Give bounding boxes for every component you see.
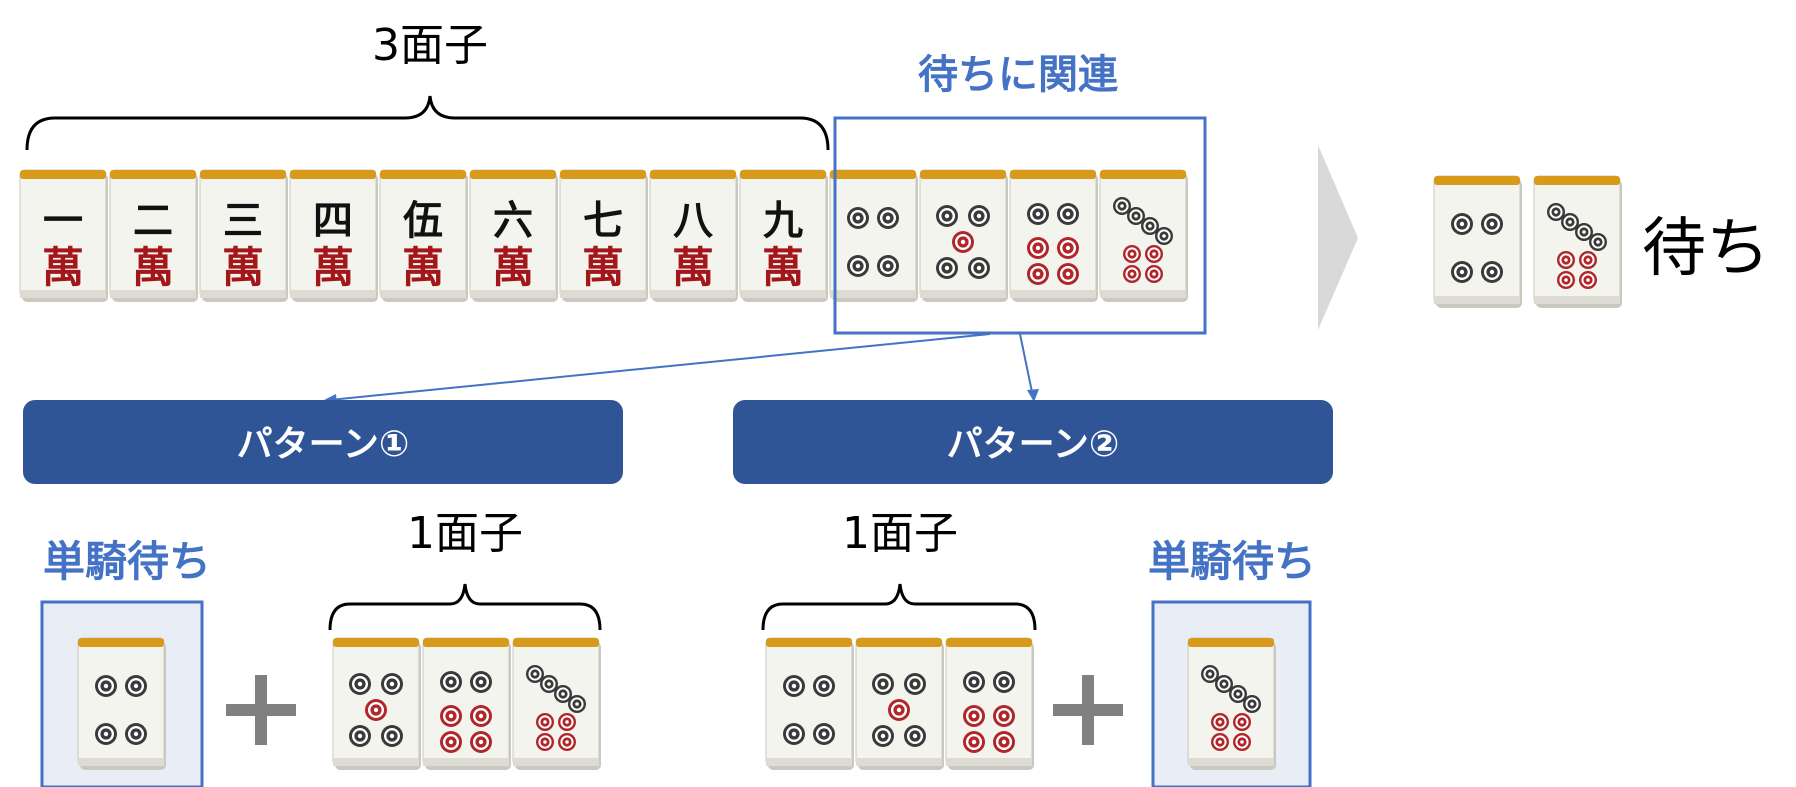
svg-text:萬: 萬 bbox=[762, 243, 804, 292]
man-tile-5: 伍萬 bbox=[379, 169, 468, 302]
man-tile-2: 二萬 bbox=[109, 169, 198, 302]
svg-text:萬: 萬 bbox=[492, 243, 534, 292]
pattern-1-mentsu-tiles bbox=[332, 637, 601, 770]
svg-text:萬: 萬 bbox=[312, 243, 354, 292]
pattern-2-single-tile bbox=[1187, 637, 1276, 770]
related-highlight-box bbox=[833, 116, 1207, 335]
man-tile-4: 四萬 bbox=[289, 169, 378, 302]
man-tile-7: 七萬 bbox=[559, 169, 648, 302]
arrow-head-pattern-2 bbox=[1027, 389, 1039, 402]
related-label: 待ちに関連 bbox=[918, 52, 1119, 98]
single-tile-4 bbox=[77, 637, 166, 770]
pattern-1-plus-icon bbox=[226, 675, 296, 745]
pattern-2-mentsu-brace bbox=[761, 583, 1037, 631]
pin-tile-5 bbox=[919, 169, 1008, 302]
pattern-1-banner bbox=[23, 400, 623, 484]
pin-tile-6 bbox=[1009, 169, 1098, 302]
man-tile-3: 三萬 bbox=[199, 169, 288, 302]
pin-tile-7 bbox=[1099, 169, 1188, 302]
wait-label: 待ち bbox=[1642, 212, 1770, 286]
pin-tile-row bbox=[829, 169, 1188, 302]
mentsu-tile-7 bbox=[512, 637, 601, 770]
man-tile-6: 六萬 bbox=[469, 169, 558, 302]
svg-text:萬: 萬 bbox=[582, 243, 624, 292]
svg-text:一: 一 bbox=[43, 198, 83, 244]
man-tile-9: 九萬 bbox=[739, 169, 828, 302]
pattern-2-single-label: 単騎待ち bbox=[1148, 537, 1316, 586]
three-mentsu-label: 3面子 bbox=[372, 20, 488, 71]
pattern-2-mentsu-label: 1面子 bbox=[842, 508, 958, 559]
svg-text:七: 七 bbox=[583, 198, 623, 244]
svg-text:萬: 萬 bbox=[222, 243, 264, 292]
arrow-to-pattern-2 bbox=[1019, 333, 1033, 393]
man-tile-1: 一萬 bbox=[19, 169, 108, 302]
pattern-1-single-label: 単騎待ち bbox=[43, 537, 211, 586]
svg-text:九: 九 bbox=[763, 198, 803, 244]
svg-text:萬: 萬 bbox=[42, 243, 84, 292]
pattern-2-title: パターン② bbox=[947, 424, 1120, 465]
result-wait-tiles bbox=[1433, 175, 1622, 308]
svg-text:萬: 萬 bbox=[402, 243, 444, 292]
svg-text:萬: 萬 bbox=[132, 243, 174, 292]
result-arrow bbox=[1318, 145, 1358, 330]
pin-tile-4 bbox=[829, 169, 918, 302]
svg-text:萬: 萬 bbox=[672, 243, 714, 292]
mentsu-tile-5 bbox=[332, 637, 421, 770]
svg-text:伍: 伍 bbox=[403, 198, 443, 244]
single-tile-7 bbox=[1187, 637, 1276, 770]
mentsu-tile-5 bbox=[855, 637, 944, 770]
three-mentsu-brace bbox=[25, 95, 830, 151]
pattern-2-banner bbox=[733, 400, 1333, 484]
pattern-2-plus-icon bbox=[1053, 675, 1123, 745]
svg-text:四: 四 bbox=[313, 198, 353, 244]
pattern-2-mentsu-tiles bbox=[765, 637, 1034, 770]
pattern-1-single-tile bbox=[77, 637, 166, 770]
mentsu-tile-6 bbox=[422, 637, 511, 770]
arrow-to-pattern-1 bbox=[329, 333, 991, 401]
svg-text:六: 六 bbox=[493, 198, 533, 244]
svg-text:八: 八 bbox=[673, 198, 714, 244]
svg-text:三: 三 bbox=[223, 198, 263, 244]
svg-text:二: 二 bbox=[133, 198, 173, 244]
mentsu-tile-4 bbox=[765, 637, 854, 770]
man-tile-8: 八萬 bbox=[649, 169, 738, 302]
mentsu-tile-6 bbox=[945, 637, 1034, 770]
pattern-1-mentsu-brace bbox=[328, 583, 602, 631]
wait-tile-4 bbox=[1433, 175, 1522, 308]
wait-tile-7 bbox=[1533, 175, 1622, 308]
pattern-1-mentsu-label: 1面子 bbox=[407, 508, 523, 559]
pattern-1-title: パターン① bbox=[237, 424, 410, 465]
